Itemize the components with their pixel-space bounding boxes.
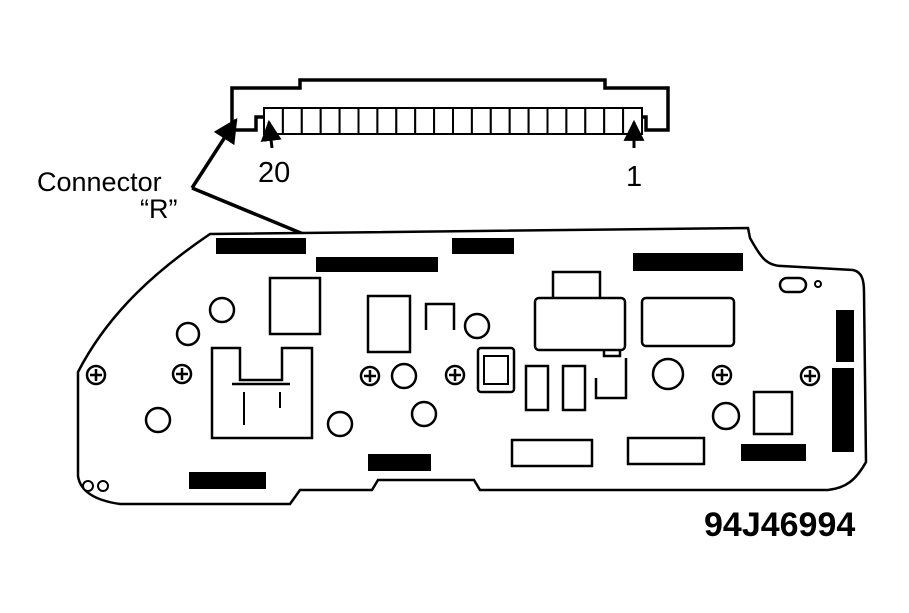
component-chip-b — [524, 364, 550, 412]
connector-r: 20 1 — [230, 78, 670, 193]
hole — [208, 296, 236, 324]
connector-r-pad — [316, 257, 438, 272]
pad-edge-right-lower — [832, 368, 854, 452]
hole — [326, 410, 354, 438]
screw-icon — [444, 364, 466, 386]
screw-icon — [85, 364, 107, 386]
hole-small — [814, 280, 822, 288]
connector-label-id: “R” — [140, 194, 177, 224]
connector-pin — [527, 107, 549, 135]
screw-icon — [799, 365, 821, 387]
hole — [651, 357, 685, 391]
component-block-a — [268, 276, 322, 336]
connector-pin — [433, 107, 455, 135]
component-bracket-c — [594, 358, 628, 400]
connector-pin — [565, 107, 587, 135]
component-block-f — [510, 438, 594, 468]
hole — [410, 400, 438, 428]
connector-pin — [281, 107, 303, 135]
connector-pin — [300, 107, 322, 135]
slot — [778, 276, 808, 294]
connector-pin — [357, 107, 379, 135]
connector-pin — [338, 107, 360, 135]
connector-pin — [452, 107, 473, 135]
component-block-b — [366, 294, 412, 354]
hole-small — [97, 480, 109, 492]
component-chip-a — [476, 346, 516, 394]
hole — [175, 321, 201, 347]
pad-bottom-center — [368, 454, 431, 471]
pad-top-center — [452, 238, 514, 254]
lamp-socket — [210, 346, 314, 440]
callout-leader-up — [190, 117, 238, 189]
hole — [711, 401, 741, 431]
component-notch — [602, 350, 622, 358]
hole — [463, 312, 491, 340]
connector-housing — [230, 78, 670, 132]
connector-pin-row — [263, 107, 643, 135]
connector-pin — [489, 107, 511, 135]
connector-pin — [584, 107, 606, 135]
connector-pin — [603, 107, 625, 135]
pad-top-left — [216, 238, 306, 254]
circuit-board — [76, 226, 868, 506]
pad-top-right — [633, 253, 743, 271]
hole-small — [82, 480, 94, 492]
board-outline — [76, 226, 868, 506]
pad-edge-right-upper — [836, 310, 854, 362]
mounting-screws — [85, 363, 821, 387]
pin-20-arrow — [260, 119, 282, 149]
component-block-e — [752, 390, 794, 436]
pin-20-label: 20 — [258, 157, 290, 189]
connector-pin — [508, 107, 530, 135]
component-block-g — [626, 436, 706, 466]
hole — [144, 406, 172, 434]
component-chip-a-inner — [483, 355, 509, 385]
pad-bottom-right — [741, 444, 806, 461]
component-bracket-b — [551, 270, 602, 298]
hole — [390, 362, 418, 390]
connector-pin — [395, 107, 417, 135]
pad-bottom-left — [189, 472, 266, 489]
connector-pin — [376, 107, 398, 135]
screw-icon — [711, 364, 733, 386]
component-bracket — [424, 302, 456, 330]
connector-pin — [470, 107, 492, 135]
connector-pin — [263, 107, 284, 135]
component-block-c — [533, 296, 627, 352]
connector-pin — [546, 107, 568, 135]
component-chip-c — [561, 364, 587, 412]
screw-icon — [359, 365, 381, 387]
component-block-d — [640, 296, 736, 348]
figure-number: 94J46994 — [704, 506, 855, 544]
pin-1-label: 1 — [626, 161, 642, 193]
screw-icon — [171, 363, 193, 385]
connector-pin — [414, 107, 436, 135]
connector-label: Connector — [37, 167, 162, 197]
connector-pin — [319, 107, 341, 135]
connector-callout: Connector “R” — [37, 117, 357, 258]
